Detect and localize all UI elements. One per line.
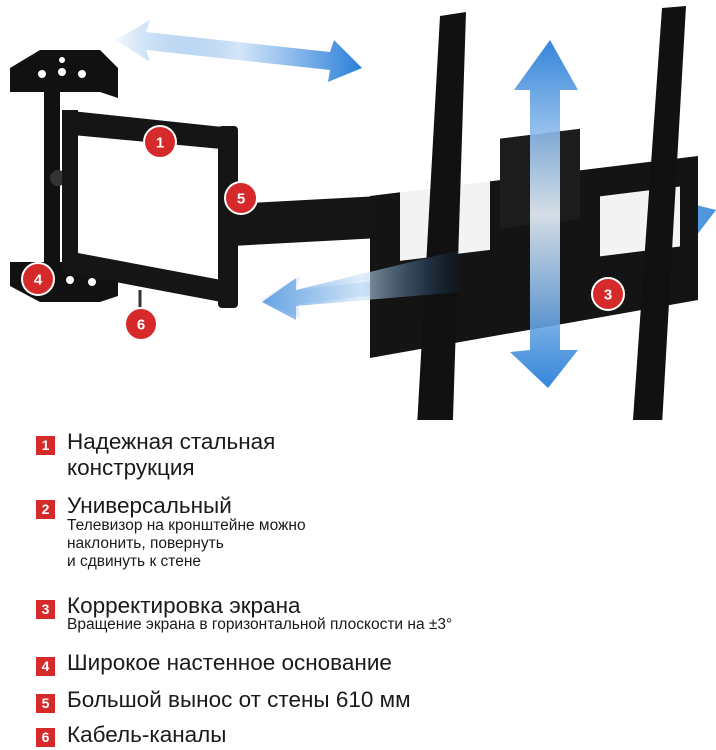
feature-number: 4 [36, 657, 55, 676]
feature-title: Универсальный [67, 493, 232, 518]
marker-5: 5 [224, 181, 258, 215]
tv-rails [417, 6, 686, 420]
marker-3: 3 [591, 277, 625, 311]
feature-number: 1 [36, 436, 55, 455]
feature-title: Корректировка экрана [67, 593, 301, 618]
svg-text:1: 1 [156, 135, 164, 152]
feature-number: 2 [36, 500, 55, 519]
feature-title: Большой вынос от стены 610 мм [67, 687, 411, 712]
feature-title: Широкое настенное основание [67, 650, 392, 675]
feature-description: Вращение экрана в горизонтальной плоскос… [67, 616, 453, 633]
move-arrow-vertical [510, 40, 578, 388]
feature-title: Кабель-каналы [67, 722, 227, 747]
move-arrow-left [262, 250, 460, 320]
marker-1: 1 [143, 125, 177, 159]
marker-6: 6 [124, 307, 158, 341]
feature-title: конструкция [67, 455, 195, 480]
marker-4: 4 [21, 262, 55, 296]
svg-text:4: 4 [34, 272, 43, 289]
feature-description: наклонить, повернуть [67, 535, 224, 552]
swing-arm [62, 110, 380, 312]
feature-description: Телевизор на кронштейне можно [67, 517, 306, 534]
feature-title: Надежная стальная [67, 429, 276, 454]
move-arrow-top [116, 20, 362, 82]
svg-text:5: 5 [237, 191, 245, 208]
feature-number: 6 [36, 728, 55, 747]
svg-text:6: 6 [137, 317, 145, 334]
product-illustration: 1 5 4 6 3 [10, 6, 716, 420]
feature-number: 5 [36, 694, 55, 713]
feature-number: 3 [36, 600, 55, 619]
svg-text:3: 3 [604, 287, 612, 304]
feature-description: и сдвинуть к стене [67, 553, 202, 570]
